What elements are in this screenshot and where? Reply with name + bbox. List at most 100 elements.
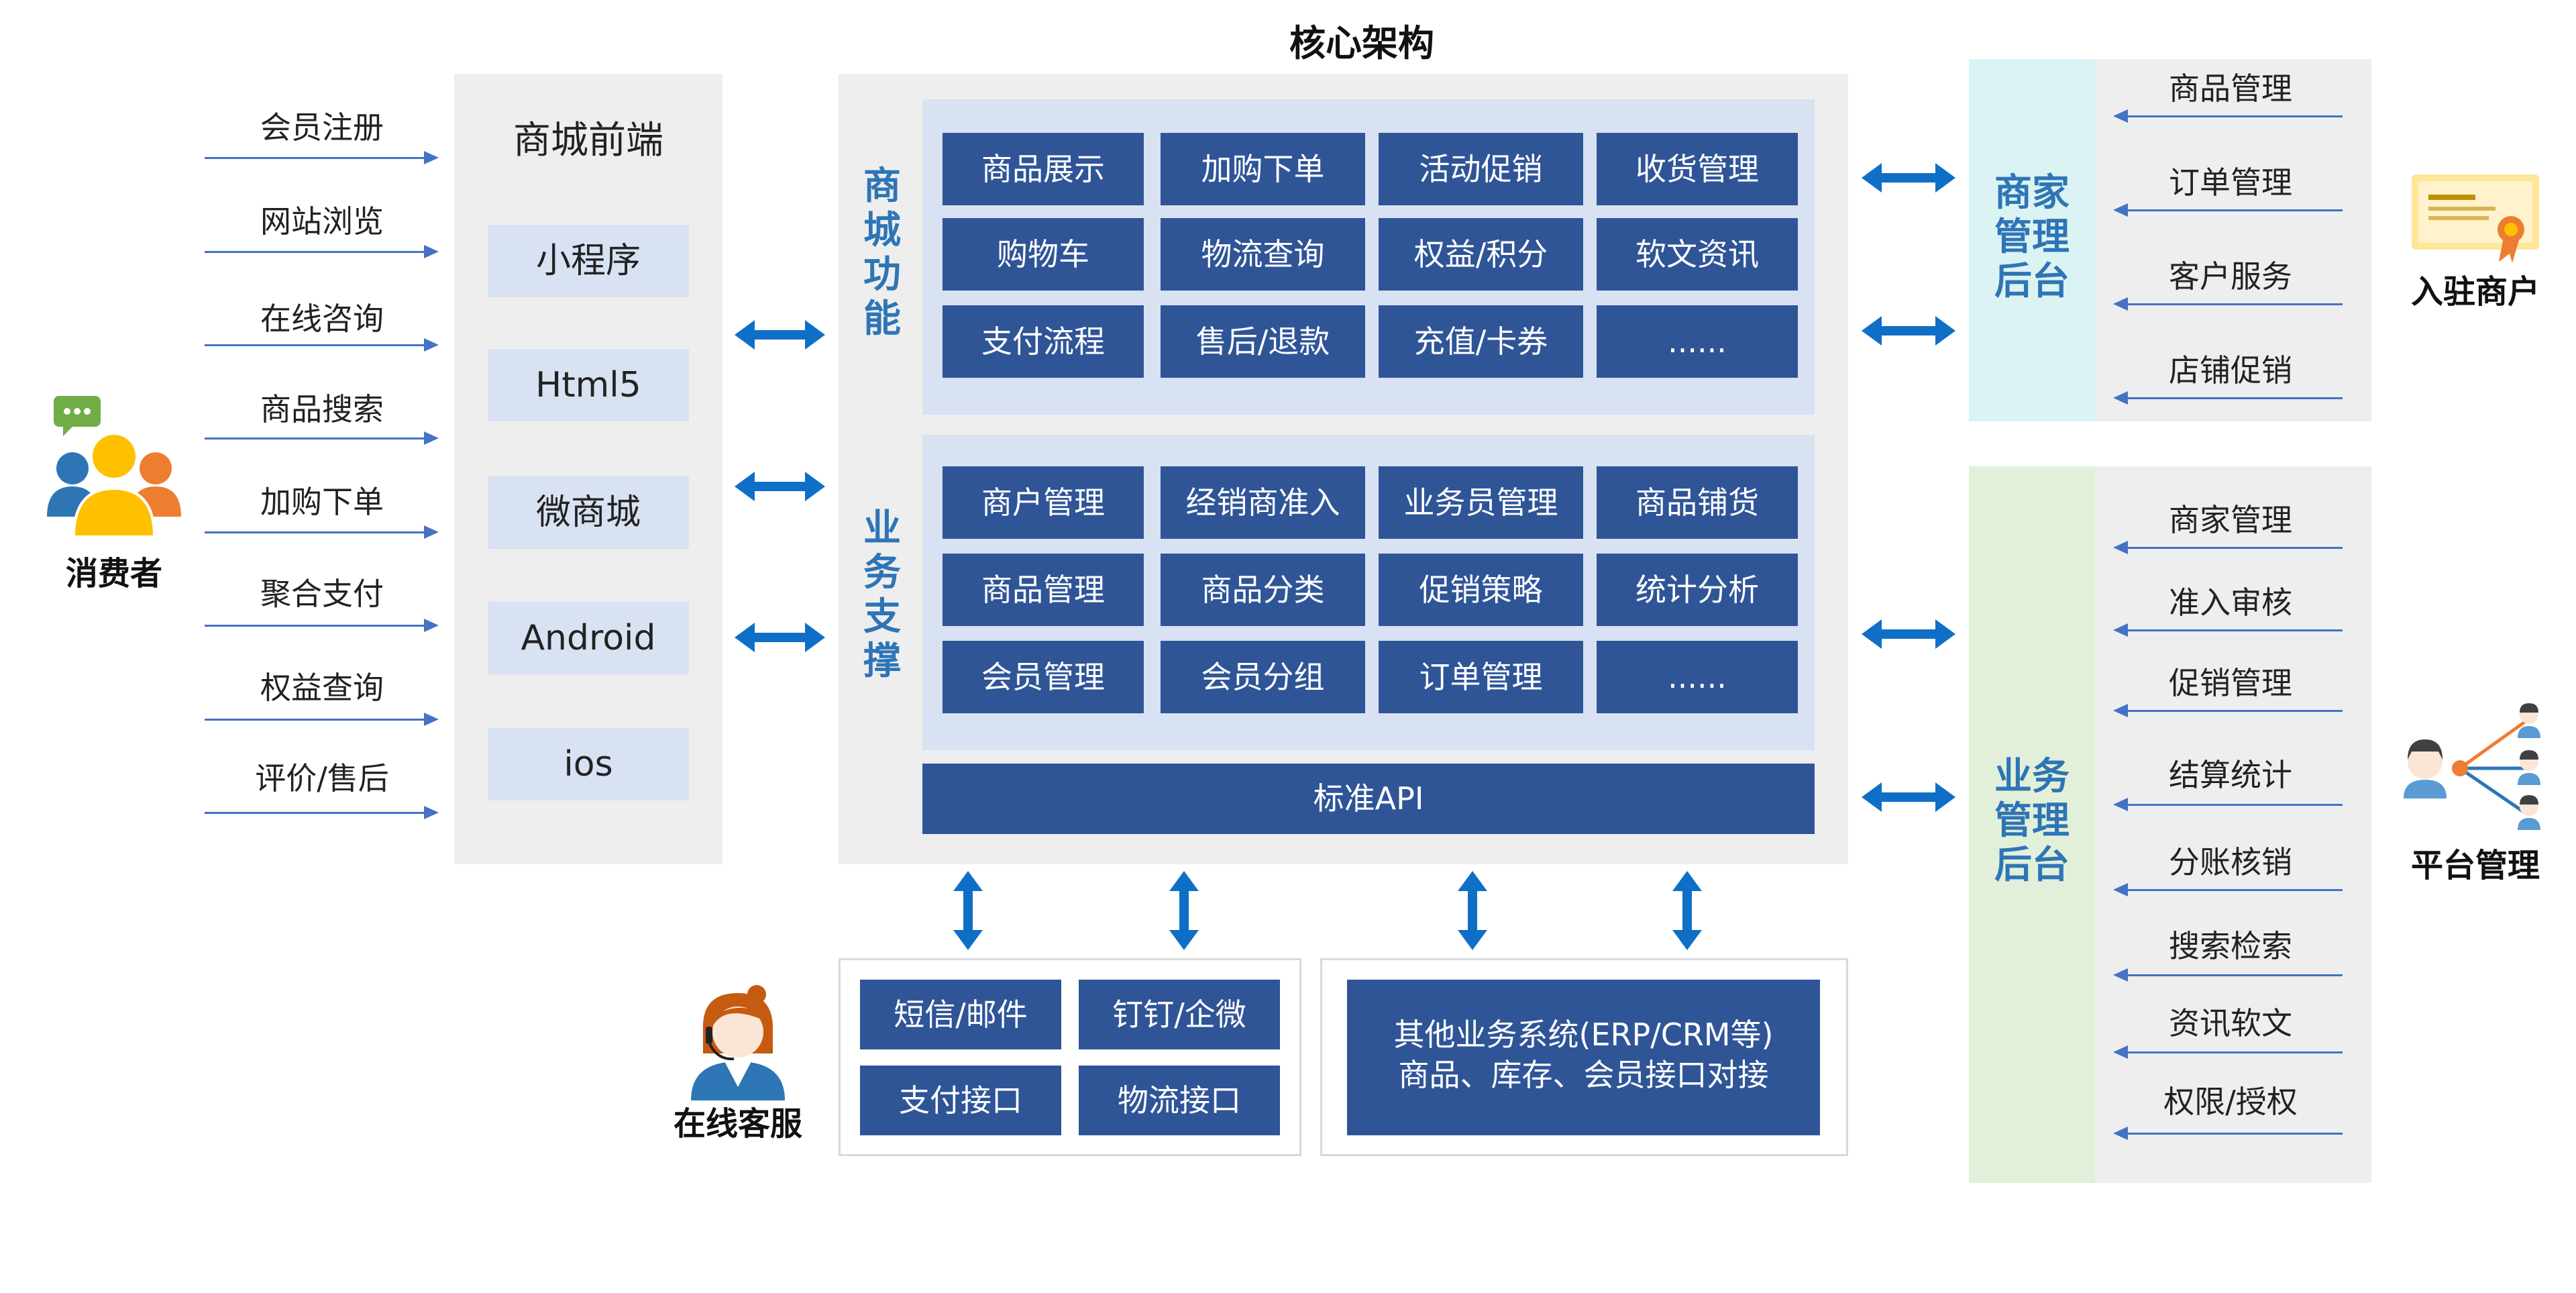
integration-cell: 短信/邮件 xyxy=(860,980,1061,1049)
biz-cell: 商户管理 xyxy=(943,466,1144,539)
integration-cell: 支付接口 xyxy=(860,1066,1061,1135)
standard-api-bar: 标准API xyxy=(922,764,1815,834)
biz-cell: 促销策略 xyxy=(1379,554,1583,626)
action-arrow-line xyxy=(205,157,426,159)
action-arrow-head xyxy=(424,151,439,164)
double-arrow xyxy=(951,871,985,950)
integration-cell: 物流接口 xyxy=(1079,1066,1280,1135)
business-item-label: 准入审核 xyxy=(2169,584,2292,621)
business-item-label: 权限/授权 xyxy=(2163,1084,2298,1120)
action-arrow-line xyxy=(205,531,426,533)
double-arrow xyxy=(735,470,825,503)
merchant-side-label: 入驻商户 xyxy=(2410,273,2540,311)
double-arrow xyxy=(1670,871,1704,950)
action-label: 聚合支付 xyxy=(260,576,384,612)
action-label: 加购下单 xyxy=(260,484,384,520)
frontend-panel: 商城前端 小程序 Html5 微商城 Android ios xyxy=(454,74,722,864)
action-arrow-head xyxy=(424,619,439,632)
business-backend-label: 业务管理后台 xyxy=(1986,755,2078,888)
merchant-item-label: 店铺促销 xyxy=(2169,352,2292,389)
business-item-arrow xyxy=(2113,623,2128,637)
online-service-group: 在线客服 xyxy=(664,980,812,1147)
double-arrow xyxy=(735,318,825,352)
biz-cell: 会员管理 xyxy=(943,641,1144,713)
action-arrow-line xyxy=(205,812,426,814)
biz-cell: 订单管理 xyxy=(1379,641,1583,713)
mall-cell: 充值/卡券 xyxy=(1379,305,1583,378)
consumer-group: 消费者 xyxy=(40,389,188,604)
double-arrow xyxy=(1862,161,1955,195)
business-item-arrow xyxy=(2113,968,2128,982)
action-arrow-head xyxy=(424,431,439,445)
business-item-line xyxy=(2127,1133,2343,1135)
business-item-label: 分账核销 xyxy=(2169,844,2292,880)
double-arrow xyxy=(1862,314,1955,348)
mall-cell: 软文资讯 xyxy=(1597,218,1798,291)
business-item-line xyxy=(2127,1051,2343,1053)
merchant-item-label: 客户服务 xyxy=(2169,258,2292,295)
biz-cell: ...... xyxy=(1597,641,1798,713)
action-arrow-line xyxy=(205,719,426,721)
action-label: 在线咨询 xyxy=(260,301,384,337)
merchant-item-arrow xyxy=(2113,391,2128,405)
online-service-label: 在线客服 xyxy=(673,1105,802,1143)
biz-cell: 会员分组 xyxy=(1161,641,1365,713)
mall-cell: 加购下单 xyxy=(1161,133,1365,205)
merchant-item-arrow xyxy=(2113,109,2128,123)
mall-function-text: 商城功能 xyxy=(863,164,901,341)
mall-cell: 收货管理 xyxy=(1597,133,1798,205)
action-arrow-head xyxy=(424,806,439,819)
frontend-chip: 小程序 xyxy=(488,225,689,297)
other-systems-line1: 其他业务系统(ERP/CRM等) xyxy=(1393,1017,1774,1053)
action-label: 权益查询 xyxy=(260,670,384,706)
business-item-label: 结算统计 xyxy=(2169,757,2292,793)
merchant-item-line xyxy=(2127,209,2343,211)
merchant-item-label: 商品管理 xyxy=(2169,70,2292,107)
double-arrow xyxy=(1456,871,1489,950)
double-arrow xyxy=(1862,780,1955,814)
certificate-icon xyxy=(2412,174,2539,263)
business-support-text: 业务支撑 xyxy=(863,507,901,683)
double-arrow xyxy=(1862,617,1955,651)
business-item-label: 搜索检索 xyxy=(2169,928,2292,964)
action-label: 网站浏览 xyxy=(260,203,384,240)
business-item-label: 促销管理 xyxy=(2169,665,2292,701)
frontend-title: 商城前端 xyxy=(513,119,663,162)
business-item-arrow xyxy=(2113,883,2128,896)
diagram-title: 核心架构 xyxy=(1289,22,1434,64)
frontend-chip: Html5 xyxy=(488,349,689,421)
action-arrow-head xyxy=(424,245,439,258)
double-arrow xyxy=(1167,871,1201,950)
merchant-item-line xyxy=(2127,397,2343,399)
action-arrow-line xyxy=(205,344,426,346)
merchant-backend-text: 商家管理后台 xyxy=(1994,171,2070,303)
business-item-line xyxy=(2127,974,2343,976)
action-label: 评价/售后 xyxy=(255,760,389,796)
integration-cell: 钉钉/企微 xyxy=(1079,980,1280,1049)
consumer-label: 消费者 xyxy=(65,555,162,592)
business-item-label: 资讯软文 xyxy=(2169,1005,2292,1041)
customer-service-icon xyxy=(691,985,785,1100)
business-item-arrow xyxy=(2113,1127,2128,1140)
frontend-chip: ios xyxy=(488,728,689,800)
biz-cell: 经销商准入 xyxy=(1161,466,1365,539)
action-label: 会员注册 xyxy=(260,109,384,146)
frontend-chip: 微商城 xyxy=(488,476,689,549)
business-item-line xyxy=(2127,547,2343,549)
business-item-label: 商家管理 xyxy=(2169,502,2292,538)
biz-cell: 统计分析 xyxy=(1597,554,1798,626)
merchant-item-line xyxy=(2127,303,2343,305)
mall-cell: 权益/积分 xyxy=(1379,218,1583,291)
business-item-arrow xyxy=(2113,798,2128,811)
merchant-item-arrow xyxy=(2113,203,2128,217)
action-arrow-head xyxy=(424,338,439,352)
action-arrow-head xyxy=(424,713,439,726)
mall-cell: 售后/退款 xyxy=(1161,305,1365,378)
business-item-line xyxy=(2127,629,2343,631)
mall-cell: 商品展示 xyxy=(943,133,1144,205)
business-item-line xyxy=(2127,804,2343,806)
action-arrow-line xyxy=(205,625,426,627)
mall-cell: 支付流程 xyxy=(943,305,1144,378)
merchant-backend-label-strip xyxy=(1969,59,2095,421)
action-arrow-line xyxy=(205,437,426,439)
